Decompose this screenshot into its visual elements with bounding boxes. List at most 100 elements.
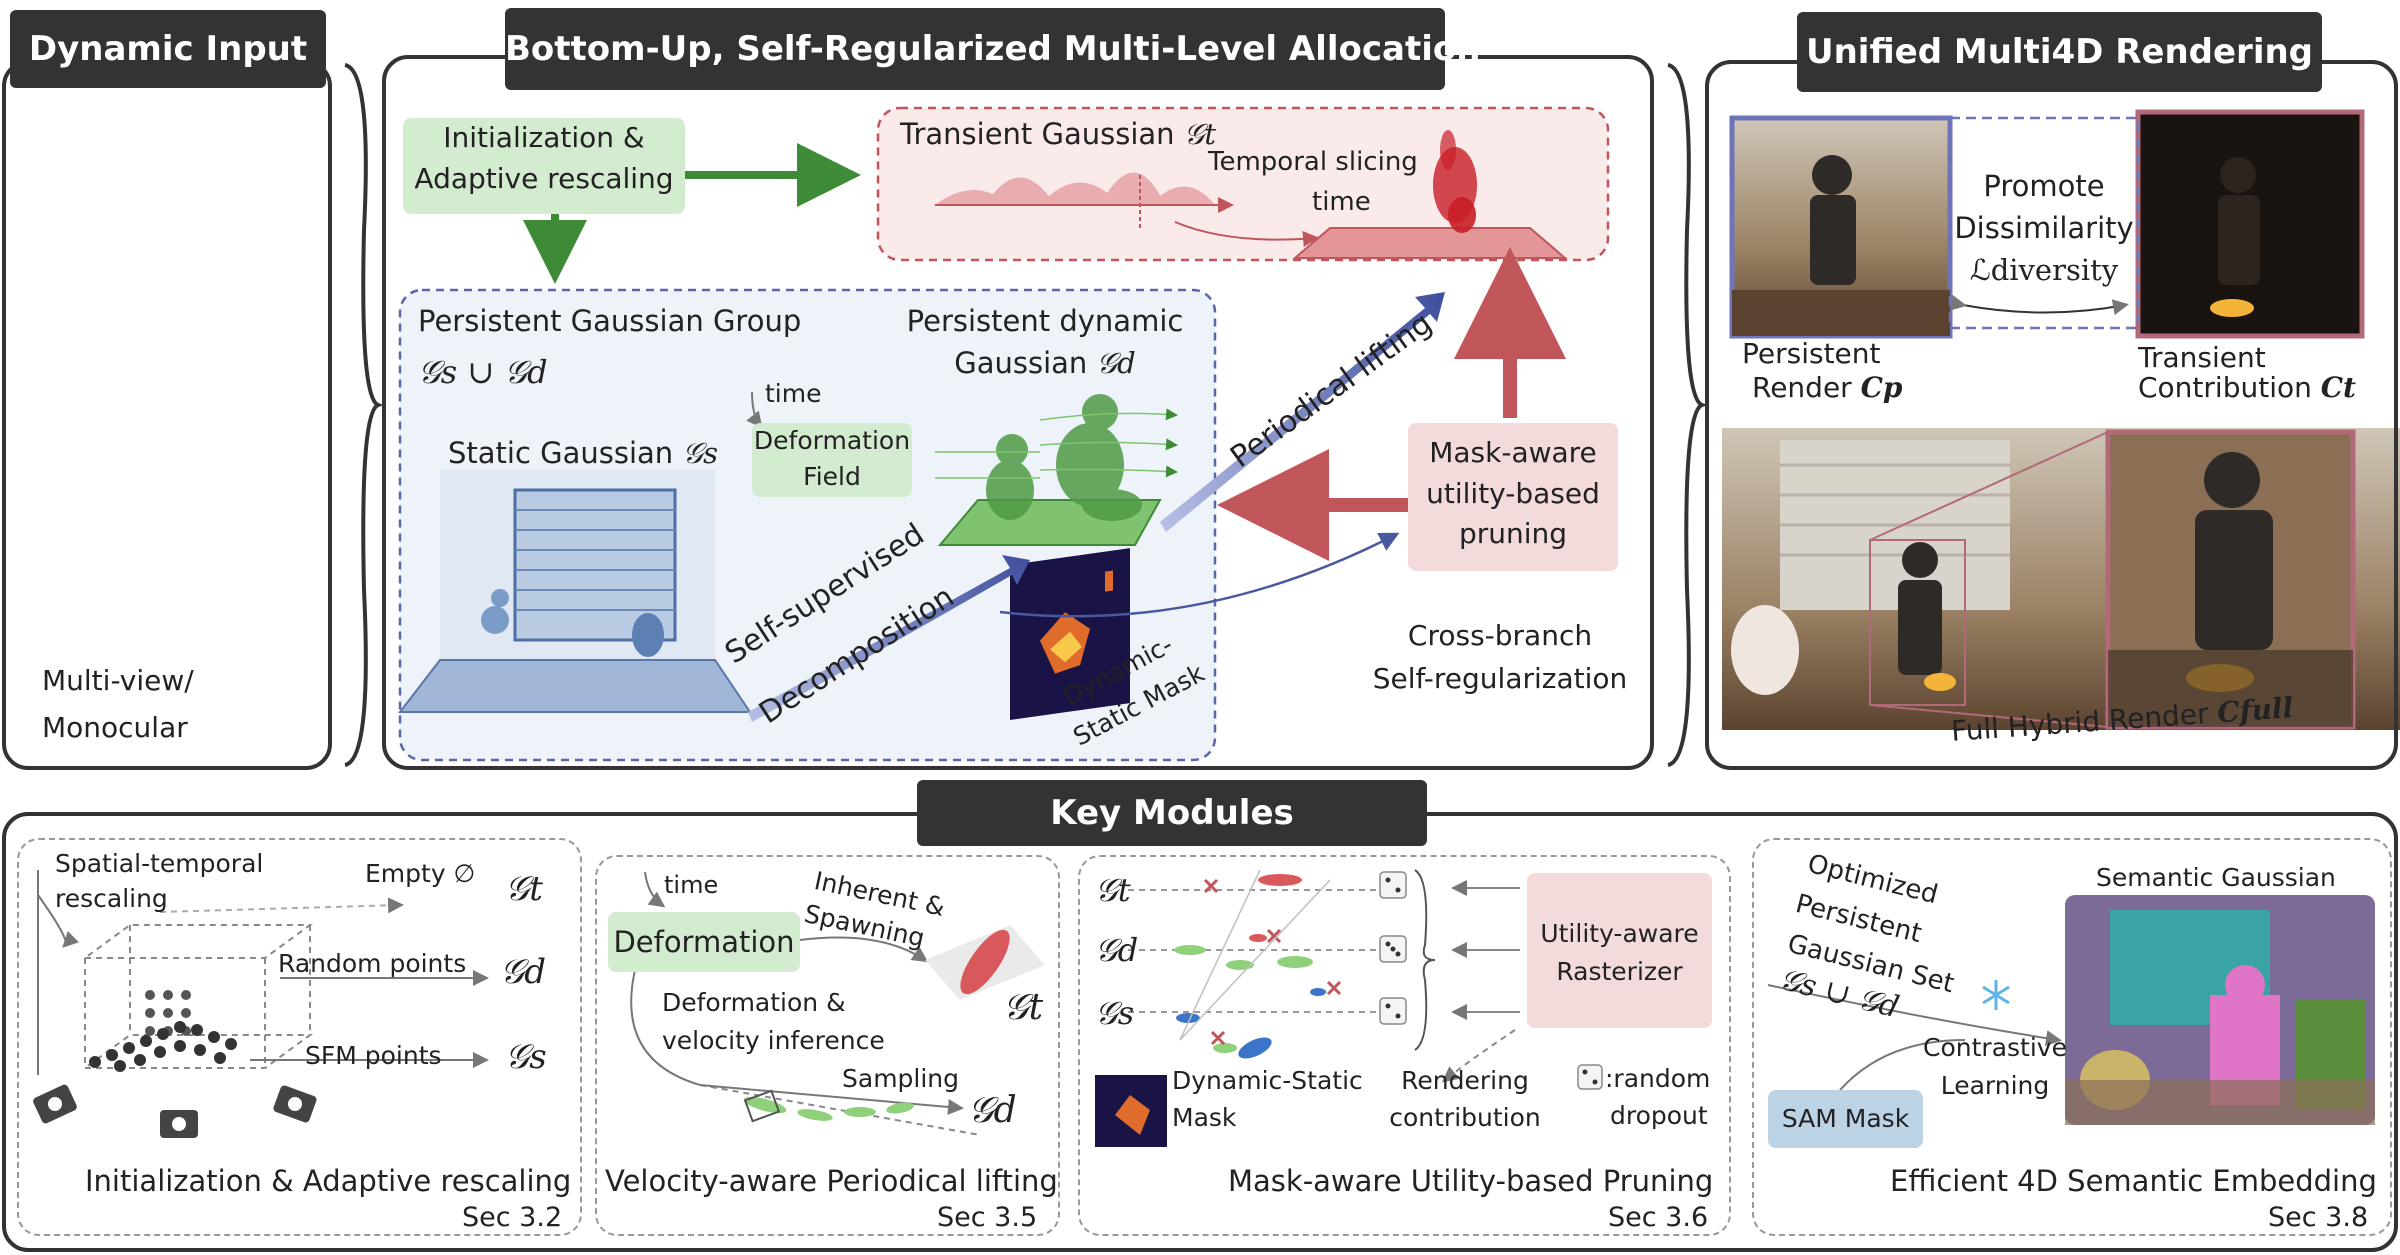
persistent-group-symbol: 𝒢s ∪ 𝒢d xyxy=(418,353,548,391)
diversity-loss: ℒdiversity xyxy=(1969,253,2119,287)
m3-gt: 𝒢t xyxy=(1095,871,1131,909)
static-gaussian-text: Static Gaussian xyxy=(448,436,674,470)
cross-branch-line1: Cross-branch xyxy=(1407,619,1593,652)
transient-contribution-line1: Transient xyxy=(2138,341,2266,374)
module-pruning-box xyxy=(1078,855,1731,1236)
init-line2: Adaptive rescaling xyxy=(414,161,674,195)
m3-mask-line2: Mask xyxy=(1172,1103,1237,1132)
m2-deform-velocity-line1: Deformation & xyxy=(662,988,846,1017)
transient-symbol: 𝒢t xyxy=(1183,117,1217,151)
transient-contribution-text: Contribution xyxy=(2138,371,2312,404)
module3-graphics xyxy=(1095,869,1603,1147)
static-gaussian-label: Static Gaussian 𝒢s xyxy=(448,435,718,473)
pruning-box: Mask-aware utility-based pruning xyxy=(1408,423,1618,571)
transient-contribution-symbol: Ct xyxy=(2320,371,2356,404)
dynamic-figures xyxy=(986,394,1142,521)
pruning-line3: pruning xyxy=(1458,517,1568,551)
m3-gd: 𝒢d xyxy=(1095,931,1139,969)
allocation-title: Bottom-Up, Self-Regularized Multi-Level … xyxy=(505,8,1480,90)
full-hybrid-render-image xyxy=(1722,428,2400,730)
initialization-box: Initialization & Adaptive rescaling xyxy=(403,118,685,214)
semantic-gaussian-image xyxy=(2065,895,2375,1125)
static-symbol: 𝒢s xyxy=(682,436,718,470)
persistent-render-text: Render xyxy=(1752,371,1852,404)
module-semantic-box xyxy=(1752,838,2392,1236)
m4-semantic-gaussian-label: Semantic Gaussian xyxy=(2096,863,2336,892)
persistent-dynamic-text: Gaussian xyxy=(954,346,1088,380)
cross-branch-line2: Self-regularization xyxy=(1372,662,1628,695)
persistent-dynamic-line2: Gaussian 𝒢d xyxy=(905,345,1185,383)
m1-empty-symbol: 𝒢t xyxy=(505,869,543,909)
persistent-render-image xyxy=(1729,115,1953,339)
m2-gt-symbol: 𝒢t xyxy=(1003,987,1044,1028)
transient-contribution-image xyxy=(2135,109,2365,339)
m3-rasterizer-line1: Utility-aware xyxy=(1540,919,1699,948)
transient-contribution-line2: Contribution Ct xyxy=(2138,370,2356,406)
m2-caption: Velocity-aware Periodical lifting xyxy=(605,1164,1058,1198)
m1-empty-label: Empty ∅ xyxy=(365,859,476,888)
m2-deform-velocity-line2: velocity inference xyxy=(662,1026,885,1055)
promote-line2: Dissimilarity xyxy=(1954,211,2134,245)
dynamic-input-title: Dynamic Input xyxy=(10,10,326,88)
m1-spatial-line2: rescaling xyxy=(55,884,168,913)
static-point-cloud xyxy=(397,470,752,713)
module1-graphics xyxy=(33,870,489,1138)
persistent-render-symbol: Cp xyxy=(1860,371,1903,404)
m4-contrastive-line1: Contrastive xyxy=(1923,1033,2067,1062)
persistent-render-line1: Persistent xyxy=(1742,337,1881,370)
full-render-symbol: Cfull xyxy=(2216,691,2295,730)
m1-random-label: Random points xyxy=(278,949,467,978)
transient-flame xyxy=(1433,130,1477,233)
persistent-group-label: Persistent Gaussian Group xyxy=(418,304,802,338)
time-label: time xyxy=(765,379,822,408)
persistent-dynamic-line1: Persistent dynamic xyxy=(906,304,1184,338)
module4-graphics xyxy=(1767,895,2375,1125)
deformation-line1: Deformation xyxy=(753,426,911,455)
self-supervised-arrow xyxy=(748,555,1030,722)
m1-sfm-symbol: 𝒢s xyxy=(505,1037,547,1077)
m4-contrastive-line2: Learning xyxy=(1940,1071,2050,1100)
m3-gs: 𝒢s xyxy=(1095,994,1135,1032)
m3-mask-thumbnail xyxy=(1095,1075,1167,1147)
m4-caption: Efficient 4D Semantic Embedding xyxy=(1890,1164,2377,1198)
input-caption-line1: Multi-view/ xyxy=(42,664,194,697)
rendering-title: Unified Multi4D Rendering xyxy=(1797,12,2322,92)
m3-sec: Sec 3.6 xyxy=(1608,1202,1709,1233)
temporal-gaussians xyxy=(935,172,1215,205)
pruning-line2: utility-based xyxy=(1426,476,1600,510)
m1-sfm-label: SFM points xyxy=(305,1041,442,1070)
pruning-line1: Mask-aware xyxy=(1429,436,1597,469)
m3-mask-line1: Dynamic-Static xyxy=(1172,1066,1363,1095)
snowflake-icon xyxy=(1982,980,2010,1010)
persistent-render-line2: Render Cp xyxy=(1752,370,1902,406)
rendering-panel xyxy=(1705,60,2398,770)
promote-line1: Promote xyxy=(1983,169,2105,203)
temporal-slicing-label: Temporal slicing xyxy=(1208,147,1418,177)
m2-sec: Sec 3.5 xyxy=(937,1202,1038,1233)
key-modules-title: Key Modules xyxy=(917,780,1427,846)
module2-graphics xyxy=(630,871,1045,1136)
m2-sampling: Sampling xyxy=(842,1064,960,1093)
m1-spatial-line1: Spatial-temporal xyxy=(55,849,264,878)
transient-label-text: Transient Gaussian xyxy=(900,117,1175,151)
input-caption-line2: Monocular xyxy=(42,711,188,744)
transient-gaussian-label: Transient Gaussian 𝒢t xyxy=(900,116,1216,154)
m1-caption: Initialization & Adaptive rescaling xyxy=(85,1164,572,1198)
module-init-box xyxy=(17,838,582,1236)
mask-thumbnail xyxy=(1010,548,1130,720)
bracket-left xyxy=(344,63,384,767)
m3-caption: Mask-aware Utility-based Pruning xyxy=(1228,1164,1714,1198)
m3-rasterizer-box: Utility-aware Rasterizer xyxy=(1527,873,1712,1028)
dynamic-input-panel xyxy=(2,60,332,770)
temporal-slicing-time: time xyxy=(1312,187,1371,217)
m1-sec: Sec 3.2 xyxy=(462,1202,563,1233)
m3-dropout-line2: dropout xyxy=(1610,1101,1708,1130)
m3-rendering-line1: Rendering xyxy=(1401,1066,1529,1095)
module-lifting-box xyxy=(595,855,1060,1236)
m1-random-symbol: 𝒢d xyxy=(500,952,546,992)
deformation-line2: Field xyxy=(803,462,861,492)
m3-rasterizer-line2: Rasterizer xyxy=(1556,956,1683,986)
deformation-field-box: Deformation Field xyxy=(752,423,912,497)
bracket-right xyxy=(1667,63,1708,767)
m2-time: time xyxy=(664,871,719,899)
